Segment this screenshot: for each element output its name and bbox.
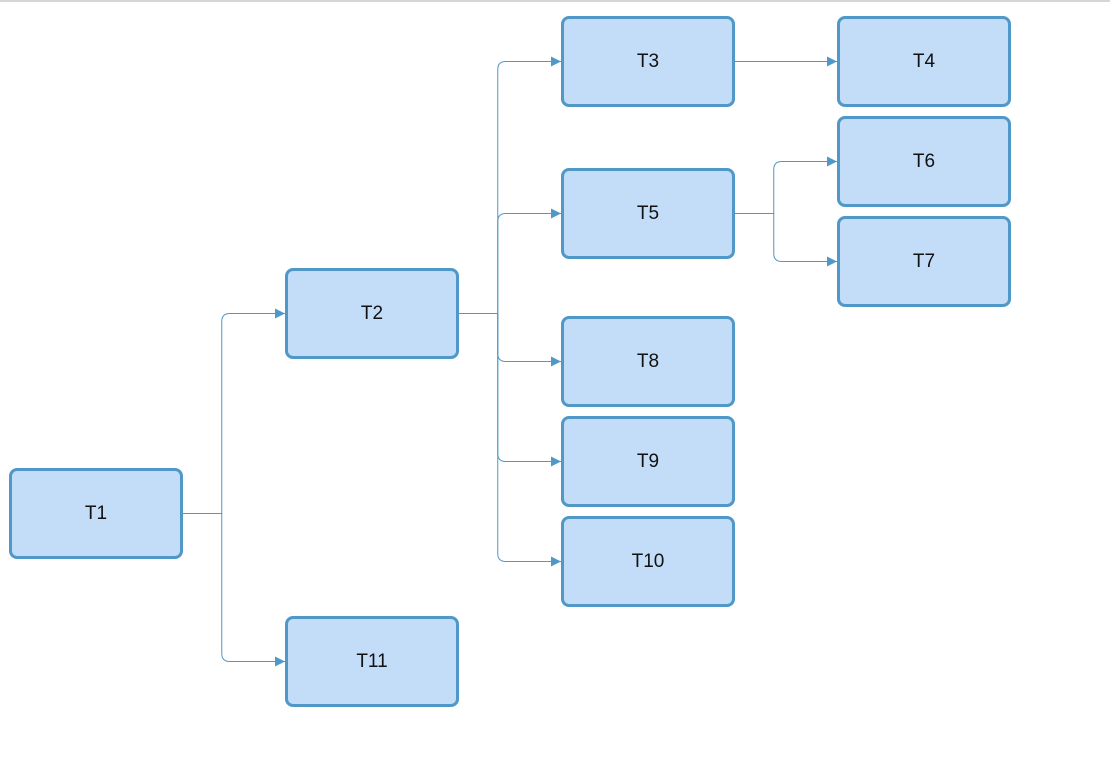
- connector-t1-t2: [183, 308, 285, 514]
- node-t2[interactable]: T2: [285, 268, 459, 359]
- node-label: T11: [356, 650, 388, 672]
- node-label: T9: [636, 450, 660, 472]
- connector-t2-t3: [459, 56, 561, 314]
- node-t4[interactable]: T4: [837, 16, 1011, 107]
- node-t1[interactable]: T1: [9, 468, 183, 559]
- node-t7[interactable]: T7: [837, 216, 1011, 307]
- node-t9[interactable]: T9: [561, 416, 735, 507]
- node-t3[interactable]: T3: [561, 16, 735, 107]
- node-label: T8: [636, 350, 660, 372]
- node-label: T5: [636, 202, 660, 224]
- node-t5[interactable]: T5: [561, 168, 735, 259]
- connector-t2-t10: [459, 313, 561, 567]
- node-label: T10: [631, 550, 665, 572]
- connector-t5-t6: [735, 156, 837, 214]
- node-label: T6: [912, 150, 936, 172]
- node-t6[interactable]: T6: [837, 116, 1011, 207]
- node-label: T1: [84, 502, 108, 524]
- node-t8[interactable]: T8: [561, 316, 735, 407]
- connector-t5-t7: [735, 213, 837, 267]
- connector-t1-t11: [183, 513, 285, 667]
- node-label: T4: [912, 50, 936, 72]
- node-label: T3: [636, 50, 660, 72]
- node-t10[interactable]: T10: [561, 516, 735, 607]
- window-top-border: [0, 0, 1110, 2]
- node-label: T2: [360, 302, 384, 324]
- connector-t2-t9: [459, 313, 561, 467]
- connector-t2-t5: [459, 208, 561, 314]
- node-t11[interactable]: T11: [285, 616, 459, 707]
- connector-t2-t8: [459, 313, 561, 367]
- node-label: T7: [912, 250, 936, 272]
